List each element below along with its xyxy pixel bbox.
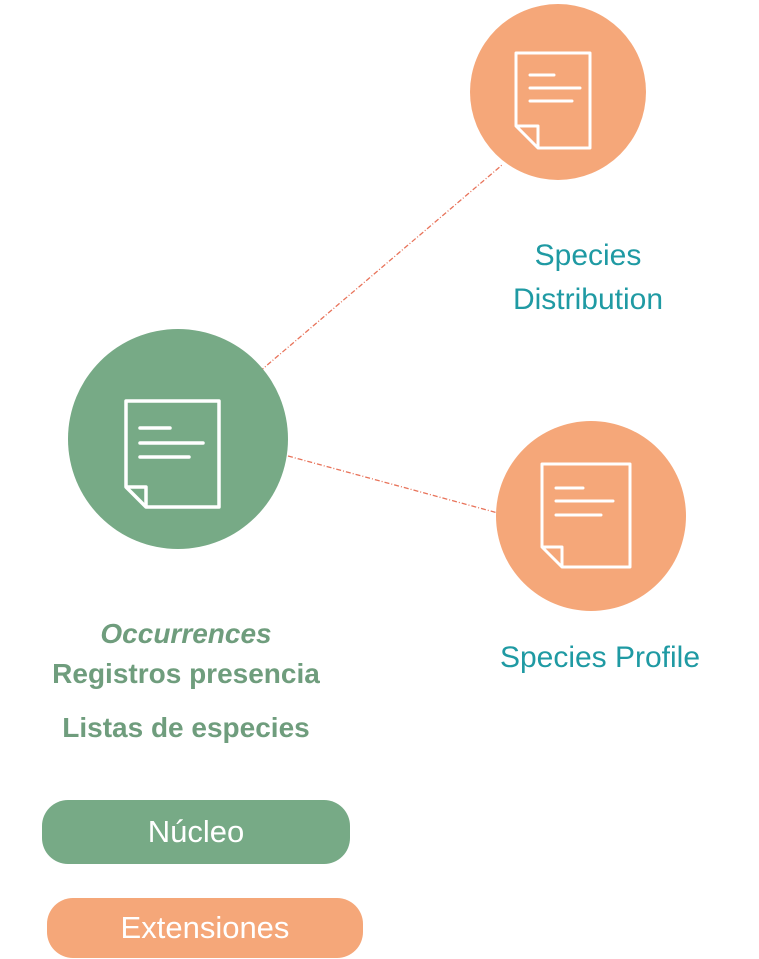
extension-node-species-profile[interactable] [496, 421, 686, 611]
profile-label: Species Profile [499, 641, 701, 674]
extension-node-species-distribution[interactable] [470, 4, 646, 180]
distribution-label-line1: Species [534, 239, 642, 272]
legend-core-pill: Núcleo [42, 800, 350, 864]
core-line2: Listas de especies [62, 712, 310, 743]
core-node-occurrences[interactable] [68, 329, 288, 549]
distribution-label-line2: Distribution [512, 283, 664, 316]
core-line1: Registros presencia [52, 658, 320, 689]
document-icon [124, 399, 221, 509]
distribution-label: Species Distribution [483, 234, 693, 322]
connector-core-profile [287, 455, 499, 514]
connector-core-distribution [251, 164, 503, 379]
document-icon [540, 462, 632, 569]
core-title: Occurrences [100, 618, 272, 649]
document-icon [514, 51, 592, 150]
legend-extensions-pill: Extensiones [47, 898, 363, 958]
core-label: Occurrences Registros presencia Listas d… [0, 614, 372, 748]
